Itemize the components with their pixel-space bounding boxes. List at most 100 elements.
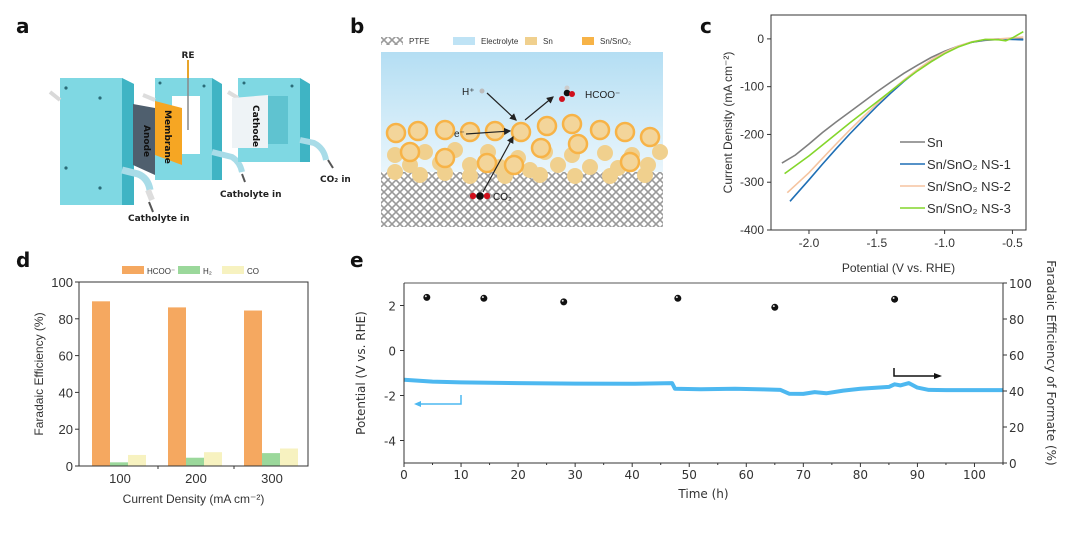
- bar-H-200: [186, 457, 204, 466]
- label-hcoo: HCOO⁻: [585, 90, 620, 101]
- legend-swatch-0: [122, 266, 144, 274]
- sn-particle: [417, 144, 433, 160]
- legend-label-0: HCOO⁻: [147, 267, 175, 276]
- fe-point: [674, 294, 682, 302]
- legend-swatch-2: [222, 266, 244, 274]
- x-tick-label: 60: [739, 468, 754, 482]
- x-tick-label: 0: [400, 468, 408, 482]
- anode-electrode: [133, 104, 155, 175]
- sn-sno2-particle: [510, 121, 532, 143]
- fe-point: [771, 303, 779, 311]
- y-tick-label: -400: [740, 223, 764, 237]
- series-line-3: [784, 31, 1024, 175]
- fe-point: [423, 293, 431, 301]
- label-catholyte-in-2: Catholyte in: [220, 190, 282, 200]
- y-axis-label: Current Density (mA cm⁻²): [721, 52, 735, 194]
- formate-molecule-icon: [559, 85, 575, 102]
- y-tick-label: 80: [59, 312, 73, 327]
- fe-point-highlight: [772, 305, 775, 308]
- co2-molecule-icon: [469, 192, 491, 200]
- legend-label-1: Sn/SnO₂ NS-1: [927, 157, 1011, 172]
- legend-swatch-1: [453, 37, 475, 45]
- x-tick-label: 50: [682, 468, 697, 482]
- legend-label-1: Electrolyte: [481, 37, 519, 46]
- legend-label-0: Sn: [927, 135, 943, 150]
- sn-particle: [437, 165, 453, 181]
- flow-cell-schematic: RE Anode Membrane Cathode Catholyte in C…: [48, 51, 350, 224]
- sn-particle: [597, 145, 613, 161]
- inlet-arrow: [148, 201, 154, 213]
- legend-swatch-0: [381, 37, 403, 45]
- cathode-electrode: [232, 95, 268, 148]
- y-axis-label-right: Faradaic Efficiency of Formate (%): [1044, 260, 1058, 465]
- fe-point: [560, 298, 568, 306]
- legend-label-2: Sn: [543, 37, 553, 46]
- legend-swatch-1: [178, 266, 200, 274]
- sn-sno2-particle: [476, 152, 498, 174]
- fe-point-highlight: [892, 297, 895, 299]
- y-tick-label: 0: [757, 32, 764, 46]
- sn-particle: [550, 157, 566, 173]
- panel-label-a: a: [16, 14, 30, 38]
- co2-arrow: [482, 135, 514, 193]
- label-anode: Anode: [141, 125, 151, 157]
- y-axis-label: Faradaic Efficiency (%): [32, 312, 46, 435]
- y-tick-label-left: -2: [384, 390, 396, 404]
- potential-line: [403, 377, 1003, 396]
- y-tick-label: 100: [51, 275, 73, 290]
- sn-sno2-particle: [459, 121, 481, 143]
- sn-sno2-particle: [567, 133, 589, 155]
- x-axis-label: Potential (V vs. RHE): [842, 261, 955, 275]
- sn-particle: [602, 168, 618, 184]
- y-tick-label: 20: [59, 422, 73, 437]
- sn-particle: [582, 159, 598, 175]
- x-tick-label: 200: [185, 471, 207, 486]
- right-axis-arrow: [893, 368, 935, 377]
- sn-particle: [532, 167, 548, 183]
- legend-label-3: Sn/SnO₂: [600, 37, 631, 46]
- y-tick-label-right: 80: [1009, 313, 1024, 327]
- y-tick-label: -300: [740, 175, 764, 189]
- y-tick-label-left: 0: [388, 345, 396, 359]
- y-tick-label: -100: [740, 80, 764, 94]
- sn-sno2-particle: [530, 137, 552, 159]
- x-tick-label: 100: [109, 471, 131, 486]
- sn-particle: [462, 157, 478, 173]
- x-tick-label: 300: [261, 471, 283, 486]
- fe-point-highlight: [424, 295, 427, 298]
- x-tick-label: -1.0: [934, 236, 955, 250]
- x-axis-label: Current Density (mA cm⁻²): [123, 492, 265, 506]
- electron-arrow: [465, 127, 512, 135]
- sn-sno2-particle: [536, 115, 558, 137]
- x-tick-label: 70: [796, 468, 811, 482]
- label-co2: CO₂: [493, 192, 512, 203]
- y-tick-label-right: 40: [1009, 385, 1024, 399]
- label-re: RE: [181, 51, 194, 61]
- x-tick-label: 30: [568, 468, 583, 482]
- x-tick-label: 40: [625, 468, 640, 482]
- y-tick-label-left: 2: [388, 300, 396, 314]
- sn-particle: [387, 164, 403, 180]
- catholyte-tube-2: [211, 149, 246, 183]
- y-tick-label: 60: [59, 349, 73, 364]
- legend-swatch-3: [582, 37, 594, 45]
- bar-H-100: [110, 462, 128, 466]
- legend-label-1: H₂: [203, 267, 212, 276]
- y-tick-label: 0: [66, 459, 73, 474]
- x-tick-label: -0.5: [1002, 236, 1023, 250]
- y-tick-label-left: -4: [384, 435, 396, 449]
- y-axis-label-left: Potential (V vs. RHE): [354, 311, 368, 435]
- y-tick-label-right: 100: [1009, 277, 1032, 291]
- panel-label-c: c: [700, 14, 712, 38]
- sn-sno2-particle: [407, 120, 429, 142]
- fe-point: [480, 294, 488, 302]
- label-e-minus: e⁻: [454, 129, 465, 140]
- bar-CO-200: [204, 452, 222, 466]
- label-catholyte-in-1: Catholyte in: [128, 214, 190, 224]
- legend-label-2: Sn/SnO₂ NS-2: [927, 179, 1011, 194]
- x-tick-label: -2.0: [799, 236, 820, 250]
